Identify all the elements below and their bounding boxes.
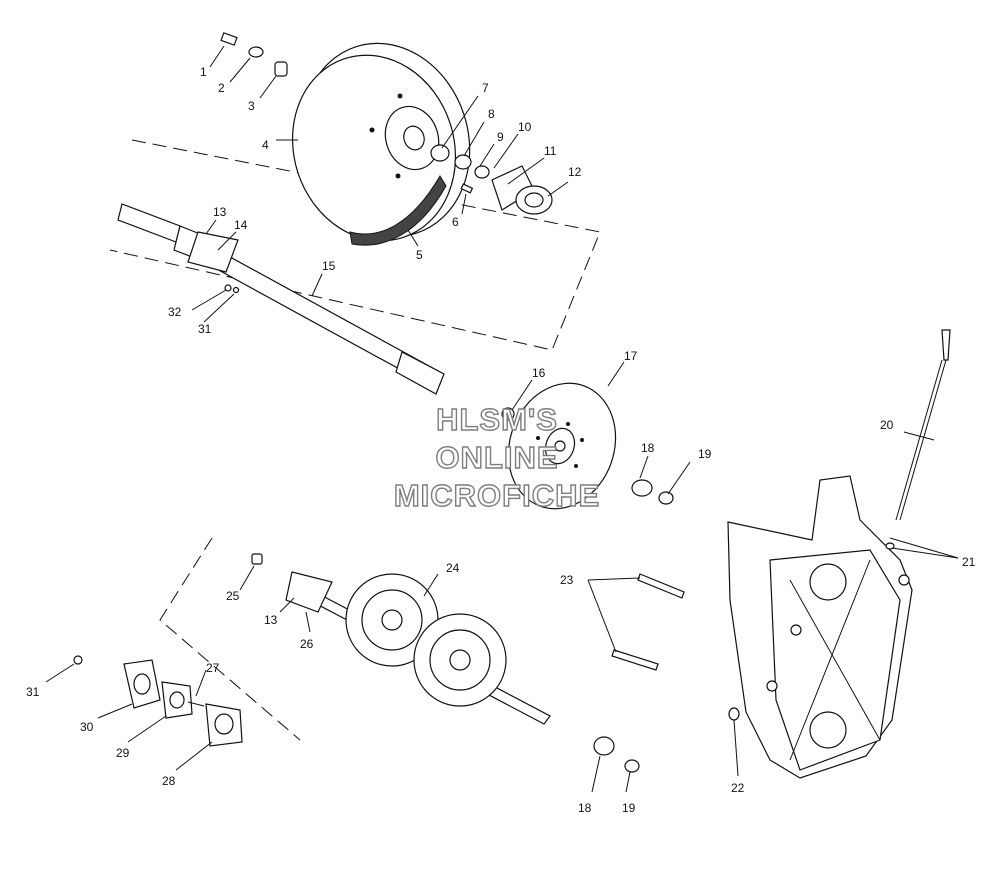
callout-6: 6 — [452, 215, 459, 229]
callout-10: 10 — [518, 120, 532, 134]
callout-19-top: 19 — [698, 447, 712, 461]
callout-16: 16 — [532, 366, 546, 380]
callout-27: 27 — [206, 661, 220, 675]
brake-disc — [501, 382, 674, 510]
callout-8: 8 — [488, 107, 495, 121]
chaincase-housing — [611, 329, 951, 779]
callout-31-top: 31 — [198, 322, 212, 336]
callout-13-bottom: 13 — [264, 613, 278, 627]
callout-31-left: 31 — [26, 685, 40, 699]
watermark-line-2: ONLINE — [435, 440, 558, 475]
callout-20: 20 — [880, 418, 894, 432]
callout-23: 23 — [560, 573, 574, 587]
callout-2: 2 — [218, 81, 225, 95]
callout-7: 7 — [482, 81, 489, 95]
leader-lines — [45, 45, 959, 793]
callout-19-bottom: 19 — [622, 801, 636, 815]
watermark-line-3: MICROFICHE — [394, 478, 600, 513]
callout-29: 29 — [116, 746, 130, 760]
callout-3: 3 — [248, 99, 255, 113]
callout-30: 30 — [80, 720, 94, 734]
callout-9: 9 — [497, 130, 504, 144]
callout-28: 28 — [162, 774, 176, 788]
callout-4: 4 — [262, 138, 269, 152]
callout-12: 12 — [568, 165, 582, 179]
callout-18-top: 18 — [641, 441, 655, 455]
callout-26: 26 — [300, 637, 314, 651]
callout-14: 14 — [234, 218, 248, 232]
watermark-line-1: HLSM'S — [436, 402, 558, 437]
callout-22: 22 — [731, 781, 745, 795]
callout-24: 24 — [446, 561, 460, 575]
callout-labels: 1 2 3 4 5 6 7 8 9 10 11 12 13 14 15 16 1… — [26, 65, 976, 815]
callout-21: 21 — [962, 555, 976, 569]
callout-15: 15 — [322, 259, 336, 273]
callout-18-bottom: 18 — [578, 801, 592, 815]
callout-25: 25 — [226, 589, 240, 603]
callout-5: 5 — [416, 248, 423, 262]
callout-32: 32 — [168, 305, 182, 319]
callout-13-top: 13 — [213, 205, 227, 219]
pulley-assembly — [109, 32, 601, 351]
callout-11: 11 — [544, 144, 557, 158]
watermark: HLSM'S ONLINE MICROFICHE — [393, 401, 600, 513]
callout-17: 17 — [624, 349, 638, 363]
lower-drive-assembly — [73, 537, 640, 773]
callout-1: 1 — [200, 65, 207, 79]
